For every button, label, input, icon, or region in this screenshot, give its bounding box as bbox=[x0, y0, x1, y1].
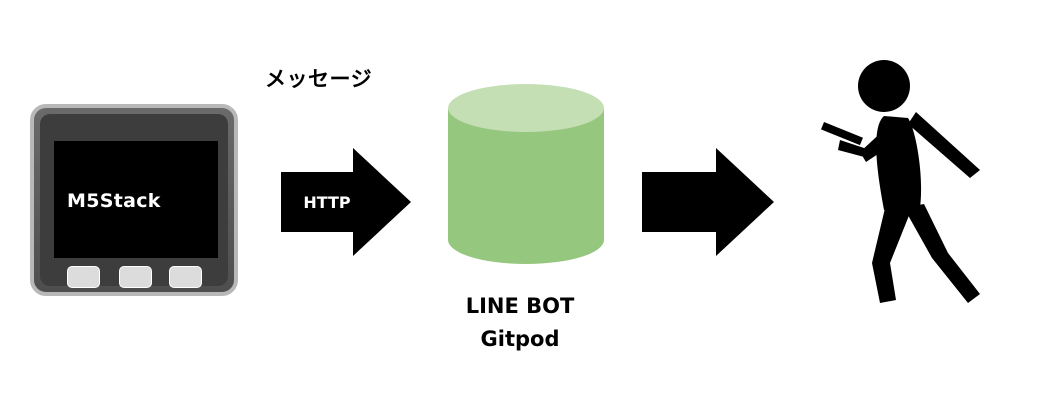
server-label-line1: LINE BOT bbox=[465, 294, 575, 318]
http-arrow-label: HTTP bbox=[303, 193, 351, 212]
device-label: M5Stack bbox=[67, 190, 161, 212]
http-arrow-shape bbox=[281, 148, 411, 256]
http-arrow bbox=[281, 148, 411, 256]
server-label: LINE BOT Gitpod bbox=[420, 290, 620, 356]
person-walking-with-phone-icon bbox=[820, 58, 1000, 327]
device-screen: M5Stack bbox=[54, 141, 218, 258]
cylinder-body bbox=[448, 108, 604, 264]
cylinder-top bbox=[448, 84, 604, 132]
push-arrow bbox=[642, 148, 774, 256]
push-arrow-shape bbox=[642, 148, 774, 256]
server-cylinder bbox=[444, 80, 608, 274]
server-label-line2: Gitpod bbox=[480, 327, 560, 351]
device-button-c bbox=[169, 266, 202, 288]
device-button-a bbox=[67, 266, 100, 288]
device-button-b bbox=[119, 266, 152, 288]
message-label: メッセージ bbox=[265, 67, 373, 91]
m5stack-device: M5Stack bbox=[30, 104, 238, 296]
